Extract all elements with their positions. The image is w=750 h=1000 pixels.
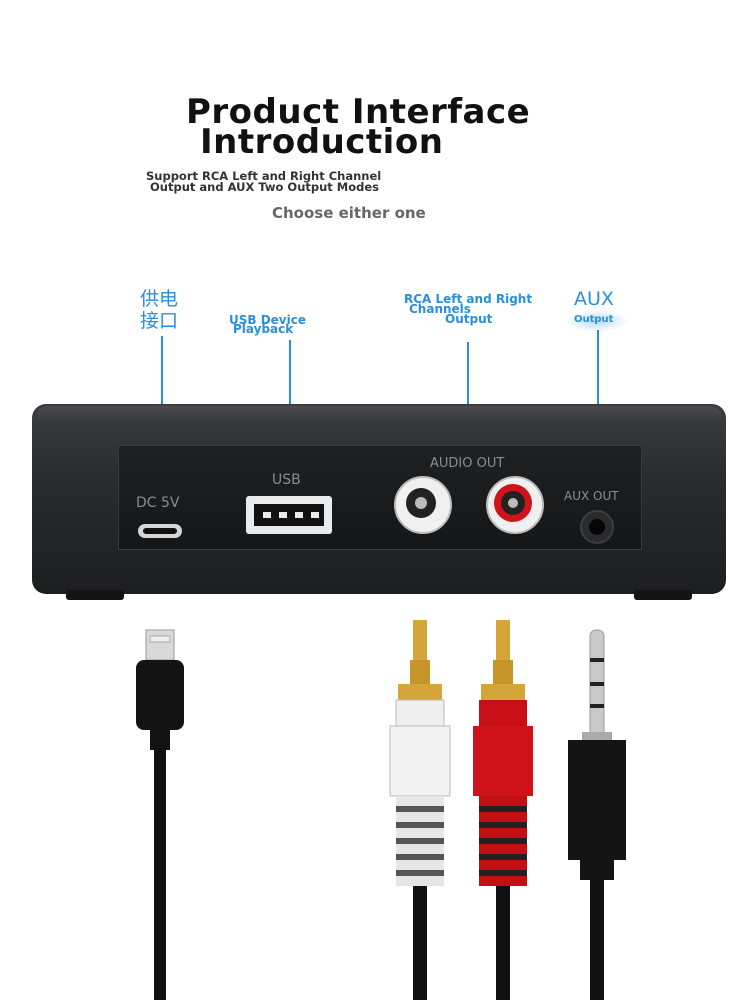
- rca-callout-line: [467, 342, 469, 440]
- port-panel: [118, 445, 642, 550]
- subtitle-line2: Output and AUX Two Output Modes: [150, 180, 380, 194]
- rca-white-plug: [389, 620, 451, 1000]
- aux-callout-line1: AUX: [574, 288, 614, 310]
- dc-port-slot: [143, 528, 177, 534]
- dc-port-label: DC 5V: [136, 495, 180, 511]
- rca-red-plug: [473, 620, 533, 1000]
- aux-out-label: AUX OUT: [564, 489, 619, 503]
- aux-callout-line2: Output: [574, 314, 614, 325]
- cables-illustration: [136, 620, 626, 1000]
- device-foot-left: [66, 590, 124, 600]
- aux-35mm-plug: [568, 629, 626, 1000]
- device-top-edge: [36, 406, 722, 424]
- aux-callout-glow: [565, 310, 629, 332]
- aux-callout-line: [597, 330, 599, 472]
- rca-callout-line2: Channels: [409, 302, 471, 316]
- usb-pin: [279, 512, 287, 518]
- usb-pin: [295, 512, 303, 518]
- page-title-line1: Product Interface: [186, 92, 531, 132]
- audio-out-label: AUDIO OUT: [430, 456, 505, 471]
- power-callout-line: [161, 336, 163, 471]
- subtitle-line1: Support RCA Left and Right Channel: [146, 169, 382, 183]
- usb-callout-line: [289, 340, 291, 460]
- usb-port-label: USB: [272, 472, 301, 488]
- rca-white-port-pin: [415, 497, 427, 509]
- usb-pin: [311, 512, 319, 518]
- rca-red-port-pin: [508, 498, 518, 508]
- micro-usb-cable: [136, 629, 184, 1000]
- device-foot-right: [634, 590, 692, 600]
- choose-text: Choose either one: [272, 204, 426, 222]
- usb-port-inner: [254, 504, 324, 526]
- usb-callout-line2: Playback: [233, 322, 294, 336]
- rca-callout-line3: Output: [445, 312, 493, 326]
- power-callout-line2: 接口: [140, 310, 179, 332]
- page-title-line2: Introduction: [200, 122, 444, 162]
- power-callout-line1: 供电: [140, 288, 179, 310]
- usb-callout-line1: USB Device: [229, 313, 306, 327]
- rca-callout-line1: RCA Left and Right: [404, 292, 533, 306]
- usb-pin: [263, 512, 271, 518]
- aux-jack-hole: [589, 519, 605, 535]
